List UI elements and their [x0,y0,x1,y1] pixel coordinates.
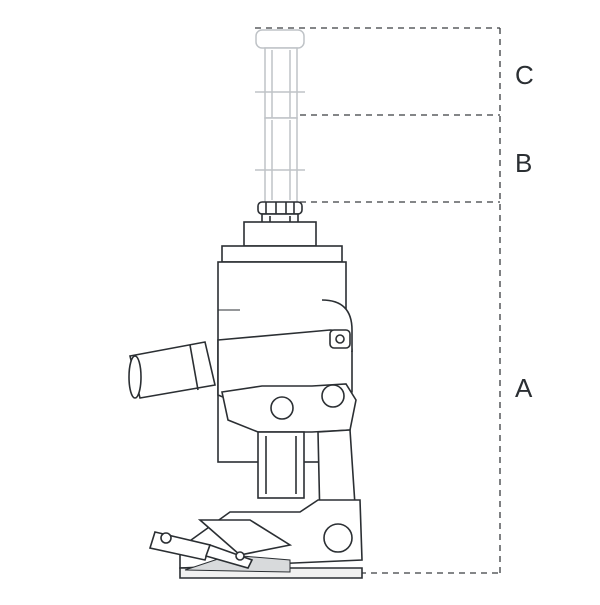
release-valve-knob [329,329,351,349]
dimension-label-a: A [515,373,533,403]
jack-base [179,499,363,579]
handle-tube [128,341,216,399]
top-plate [221,221,343,263]
base-release-lever [148,531,254,569]
pump-piston [257,431,305,499]
pivot-block [221,383,357,433]
dimension-lines [255,27,501,574]
dimension-label-c: C [515,60,534,90]
dimension-label-b: B [515,148,533,178]
extended-ram-ghost [255,29,305,204]
